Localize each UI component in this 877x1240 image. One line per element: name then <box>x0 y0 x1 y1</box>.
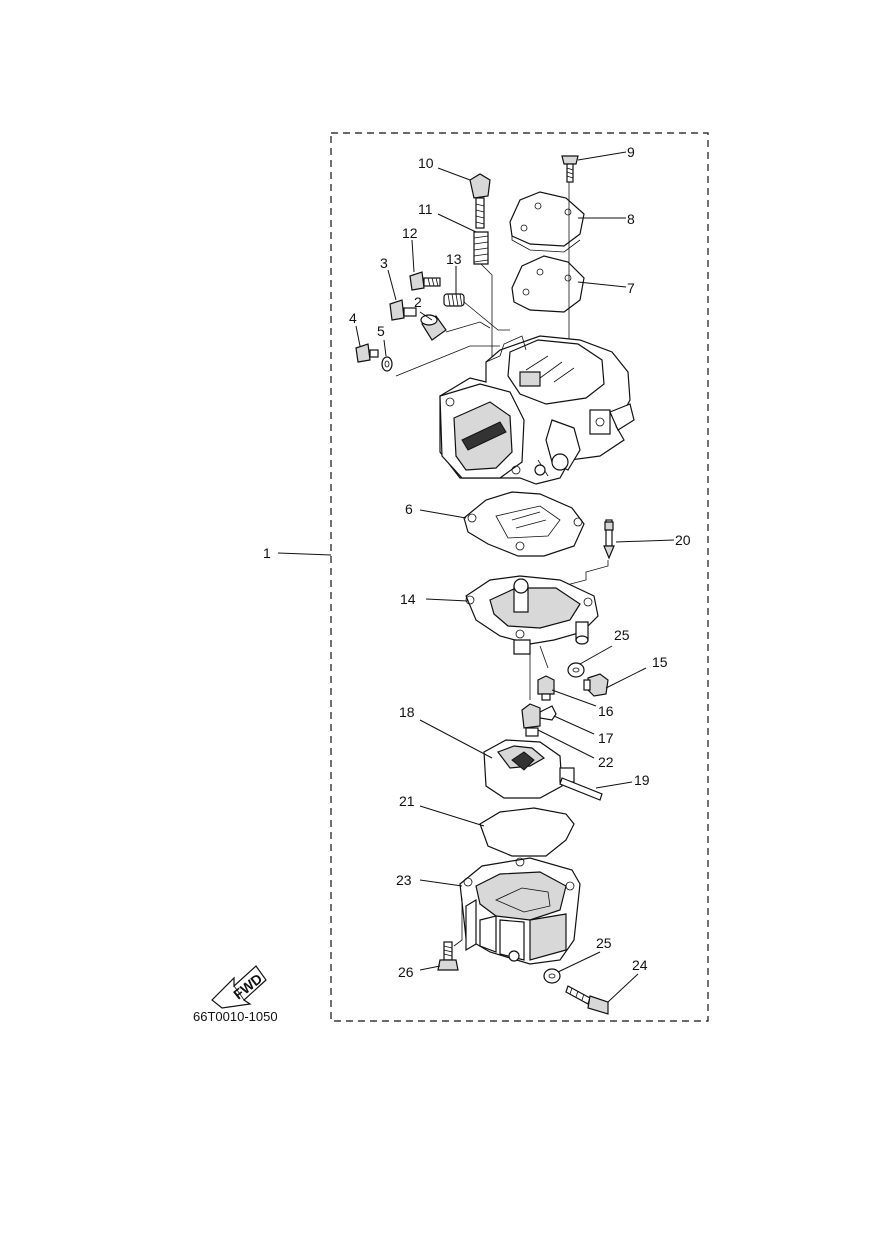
part-11-spring <box>473 231 489 265</box>
part-19-float-pin <box>559 777 603 801</box>
callout-2: 2 <box>414 294 422 310</box>
callout-10: 10 <box>418 155 434 171</box>
callout-11: 11 <box>418 201 433 217</box>
part-14-needle-jet-housing <box>465 575 599 655</box>
callout-9: 9 <box>627 144 635 160</box>
callout-25a: 25 <box>614 627 630 643</box>
part-9-screw <box>561 155 579 183</box>
part-17-clip <box>539 705 557 721</box>
callout-26: 26 <box>398 964 414 980</box>
callout-24: 24 <box>632 957 648 973</box>
callout-21: 21 <box>399 793 415 809</box>
part-16-main-jet <box>537 675 555 701</box>
callout-3: 3 <box>380 255 388 271</box>
part-3-screw <box>389 299 417 321</box>
assembly-boundary <box>330 132 709 1022</box>
callout-16: 16 <box>598 703 614 719</box>
callout-12: 12 <box>402 225 418 241</box>
callout-19: 19 <box>634 772 650 788</box>
callout-14: 14 <box>400 591 416 607</box>
callout-23: 23 <box>396 872 412 888</box>
part-18-float <box>483 739 575 799</box>
callout-7: 7 <box>627 280 635 296</box>
callout-numbers: 1 2 3 4 5 6 7 8 9 10 11 12 13 14 15 16 1… <box>263 144 691 980</box>
part-26-screw <box>437 941 459 971</box>
callout-8: 8 <box>627 211 635 227</box>
part-2-plunger <box>420 314 447 341</box>
part-22-jet-holder <box>521 703 541 737</box>
part-4-screw <box>355 343 379 363</box>
part-12-pilot-screw <box>409 271 441 291</box>
part-23-float-chamber <box>459 857 581 965</box>
callout-4: 4 <box>349 310 357 326</box>
callout-25b: 25 <box>596 935 612 951</box>
part-7-gasket <box>511 255 585 313</box>
leader-lines <box>277 151 675 1003</box>
callout-18: 18 <box>399 704 415 720</box>
callout-5: 5 <box>377 323 385 339</box>
part-5-o-ring <box>381 356 393 372</box>
callout-1: 1 <box>263 545 271 561</box>
callout-17: 17 <box>598 730 614 746</box>
callout-20: 20 <box>675 532 691 548</box>
part-13-spring <box>443 293 465 307</box>
callout-6: 6 <box>405 501 413 517</box>
part-10-adjust-screw <box>469 173 491 229</box>
part-25-washer-lower <box>543 968 561 984</box>
part-6-gasket <box>463 491 585 557</box>
drawing-code: 66T0010-1050 <box>193 1009 278 1024</box>
callout-22: 22 <box>598 754 614 770</box>
part-20-float-needle <box>603 519 615 560</box>
callout-15: 15 <box>652 654 668 670</box>
part-21-float-chamber-gasket <box>479 807 575 857</box>
callout-13: 13 <box>446 251 462 267</box>
part-15-drain-plug <box>583 673 609 697</box>
part-carburetor-body <box>439 335 635 485</box>
fwd-direction-arrow-icon <box>211 965 267 1009</box>
part-24-drain-screw <box>565 985 609 1015</box>
part-8-cover-plate <box>509 191 585 253</box>
part-25-washer-upper <box>567 662 585 678</box>
